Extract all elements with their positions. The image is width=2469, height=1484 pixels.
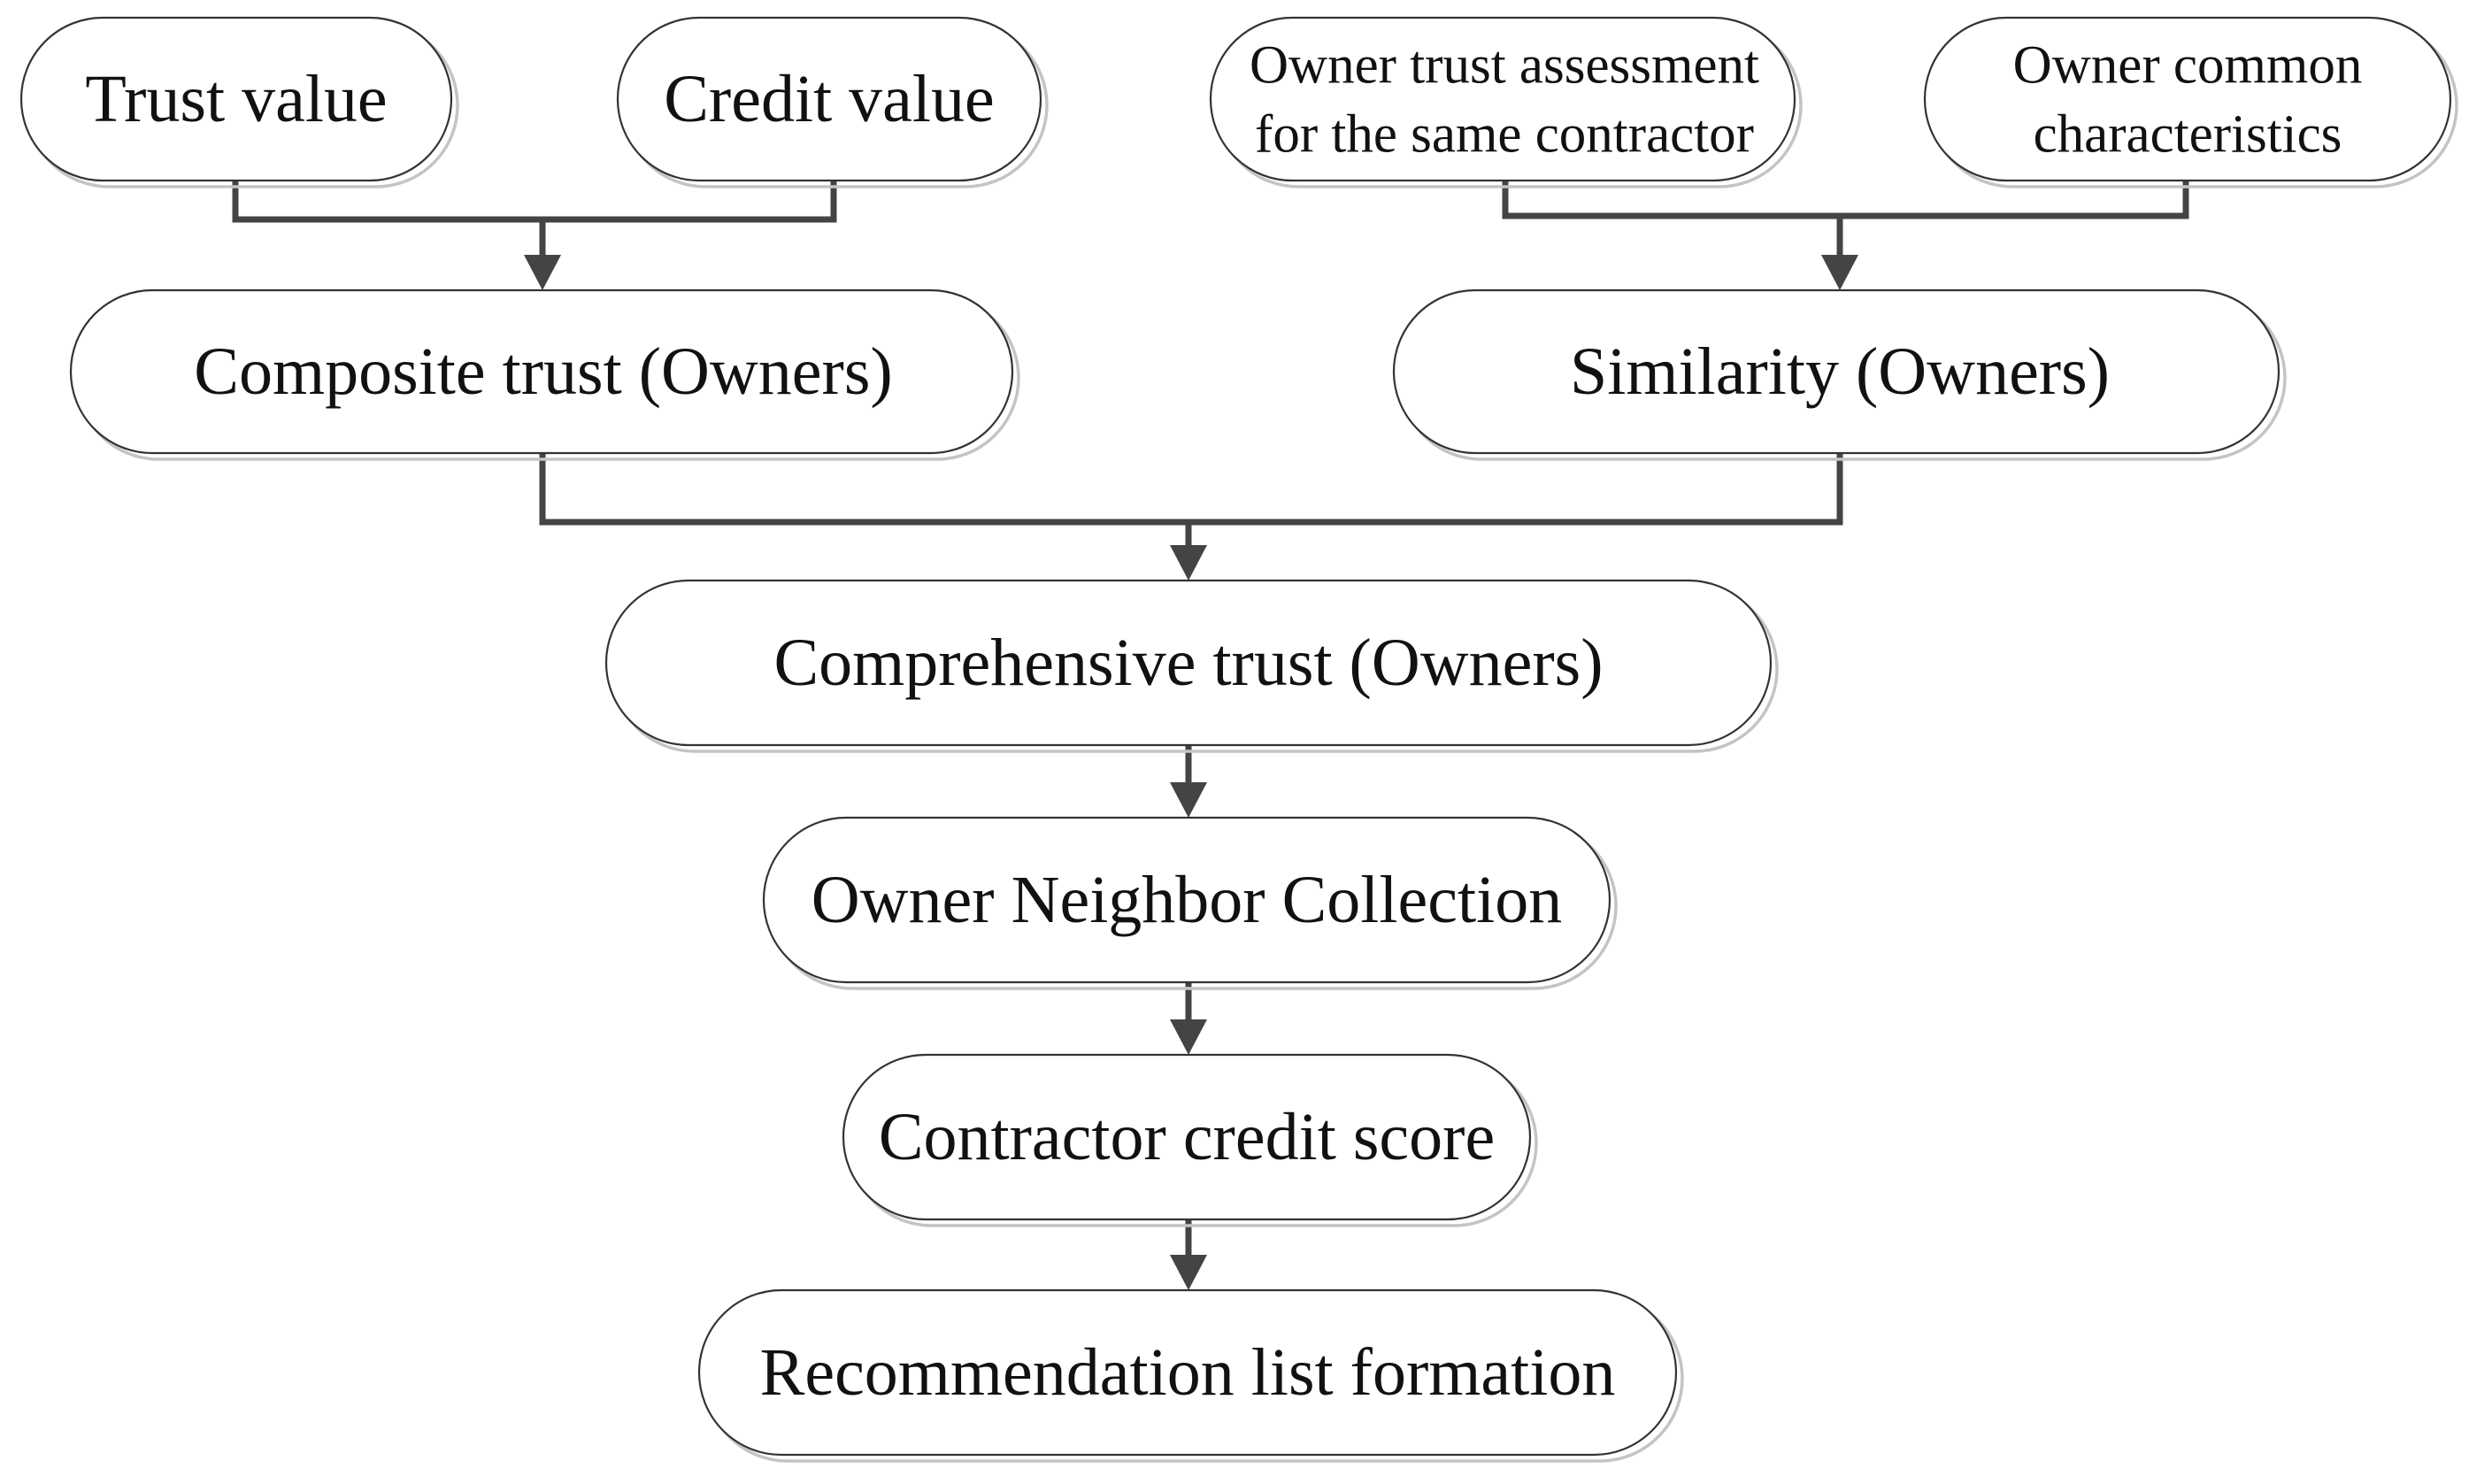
arrow-head-credit-score xyxy=(1170,1019,1207,1055)
node-similarity: Similarity (Owners) xyxy=(1392,288,2287,461)
node-label-credit-value: Credit value xyxy=(664,62,995,136)
node-recommendation-list-formation: Recommendation list formation xyxy=(697,1288,1684,1463)
node-label-similarity: Similarity (Owners) xyxy=(1570,334,2110,409)
node-label-owner-common-characteristics-line1: Owner common xyxy=(2013,36,2363,96)
node-comprehensive-trust: Comprehensive trust (Owners) xyxy=(604,579,1779,753)
node-label-owner-trust-assessment-line2: for the same contractor xyxy=(1255,105,1754,165)
node-owner-neighbor-collection: Owner Neighbor Collection xyxy=(762,816,1618,990)
arrow-head-recommendation xyxy=(1170,1255,1207,1290)
node-label-owner-neighbor-collection: Owner Neighbor Collection xyxy=(811,863,1562,937)
node-label-contractor-credit-score: Contractor credit score xyxy=(879,1100,1495,1174)
arrow-head-similarity xyxy=(1821,255,1858,290)
node-contractor-credit-score: Contractor credit score xyxy=(842,1053,1538,1227)
node-composite-trust: Composite trust (Owners) xyxy=(69,288,1020,461)
node-owner-common-characteristics: Owner common characteristics xyxy=(1923,16,2458,188)
node-credit-value: Credit value xyxy=(616,16,1049,188)
node-label-recommendation-list-formation: Recommendation list formation xyxy=(760,1335,1616,1410)
node-label-owner-trust-assessment-line1: Owner trust assessment xyxy=(1250,36,1759,96)
node-owner-trust-assessment: Owner trust assessment for the same cont… xyxy=(1209,16,1803,188)
node-label-comprehensive-trust: Comprehensive trust (Owners) xyxy=(773,626,1603,700)
connector-assessment-characteristics-to-similarity xyxy=(1502,181,2189,219)
arrow-head-composite xyxy=(524,255,561,290)
connector-trust-credit-to-composite xyxy=(232,181,837,223)
arrow-head-comprehensive xyxy=(1170,545,1207,581)
node-label-trust-value: Trust value xyxy=(85,62,387,136)
node-label-composite-trust: Composite trust (Owners) xyxy=(194,334,892,409)
arrow-head-neighbor xyxy=(1170,782,1207,818)
node-trust-value: Trust value xyxy=(19,16,459,188)
node-label-owner-common-characteristics-line2: characteristics xyxy=(2034,105,2342,165)
connector-composite-similarity-to-comprehensive xyxy=(539,453,1843,526)
